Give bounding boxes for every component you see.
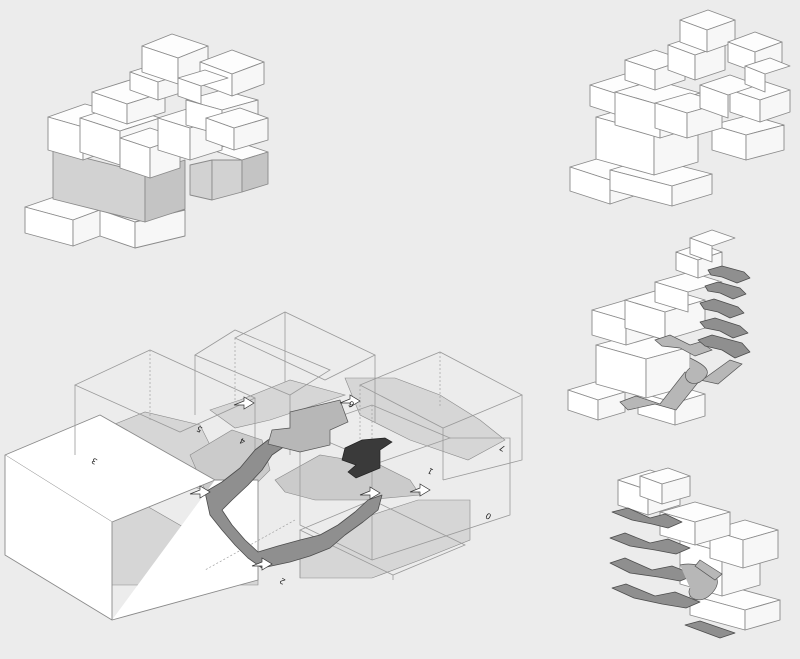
- floor-label: 3: [90, 456, 99, 466]
- arrow-icon: [251, 557, 273, 571]
- floor-label: 2: [278, 576, 287, 586]
- ramp-sequence-middle-right: [619, 265, 751, 411]
- ramp-arrows: [189, 394, 431, 571]
- ramp-sequence-bottom-right: [609, 507, 736, 639]
- arrow-icon: [339, 394, 361, 408]
- floor-label: 5: [195, 424, 204, 434]
- massing-model-middle-right: [567, 229, 736, 426]
- ramp-upper-landing: [267, 399, 349, 453]
- massing-model-bottom-right: [617, 467, 781, 631]
- massing-model-top-left: [24, 33, 269, 249]
- floor-label: 7: [498, 443, 507, 453]
- floor-plane-level-5: [209, 379, 347, 429]
- main-axonometric: 2 3 4 5 6 7 1 0: [4, 311, 523, 621]
- floor-label: 0: [484, 511, 493, 521]
- floor-label: 1: [426, 466, 435, 476]
- floor-label: 4: [238, 436, 247, 446]
- arrow-icon: [359, 486, 381, 500]
- arrow-icon: [409, 483, 431, 497]
- floor-label: 6: [347, 399, 356, 409]
- arrow-icon: [233, 396, 255, 410]
- massing-model-top-right: [569, 9, 791, 207]
- volume-right: [204, 351, 523, 571]
- arrow-icon: [189, 485, 211, 499]
- core-element: [341, 437, 393, 479]
